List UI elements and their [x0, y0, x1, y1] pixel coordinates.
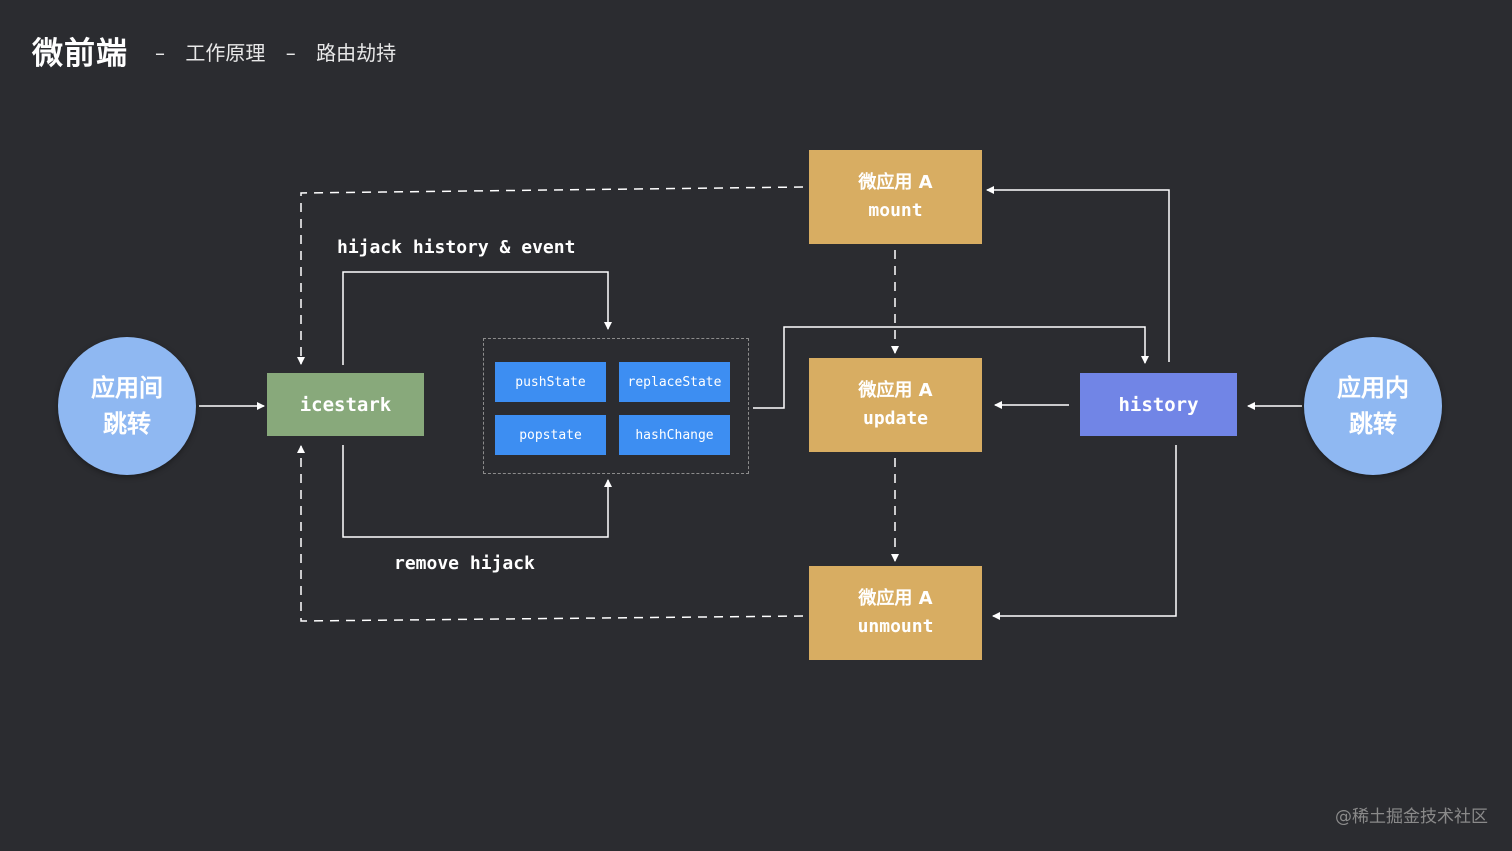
api-replacestate: replaceState [619, 362, 730, 402]
subtitle-separator-1: – [155, 41, 165, 65]
app-unmount-node: 微应用 A unmount [809, 566, 982, 660]
intra-app-jump-line1: 应用内 [1337, 374, 1409, 402]
subtitle-section: 工作原理 [185, 41, 266, 65]
app-mount-node: 微应用 A mount [809, 150, 982, 244]
intra-app-jump-line2: 跳转 [1349, 410, 1397, 438]
app-update-phase: update [862, 408, 929, 429]
dashed-mount-to-icestark [297, 186, 804, 365]
intra-app-jump-node: 应用内 跳转 [1304, 337, 1442, 475]
arrow-history-to-unmount [992, 445, 1177, 620]
dashed-unmount-to-icestark [297, 445, 804, 622]
watermark: @稀土掘金技术社区 [1335, 807, 1488, 827]
inter-app-jump-node: 应用间 跳转 [58, 337, 196, 475]
hijack-label: hijack history & event [337, 237, 576, 258]
subtitle-topic: 路由劫持 [316, 41, 397, 65]
app-mount-title: 微应用 A [858, 172, 933, 193]
app-update-node: 微应用 A update [809, 358, 982, 452]
app-unmount-title: 微应用 A [858, 588, 933, 609]
remove-hijack-label: remove hijack [394, 553, 535, 574]
api-hashchange: hashChange [619, 415, 730, 455]
subtitle-separator-2: – [285, 41, 296, 65]
history-node: history [1080, 373, 1237, 436]
arrow-api-to-history [753, 326, 1149, 409]
icestark-node: icestark [267, 373, 424, 436]
api-popstate: popstate [495, 415, 606, 455]
arrow-remove-hijack [342, 445, 612, 538]
app-unmount-phase: unmount [857, 616, 934, 637]
inter-app-jump-line2: 跳转 [103, 410, 151, 438]
api-pushstate: pushState [495, 362, 606, 402]
arrow-history-to-mount [986, 186, 1170, 362]
hijacked-api-group: pushState replaceState popstate hashChan… [483, 338, 749, 474]
page-subtitle: – 工作原理 – 路由劫持 [155, 37, 410, 66]
app-update-title: 微应用 A [858, 380, 933, 401]
inter-app-jump-line1: 应用间 [91, 374, 163, 402]
app-mount-phase: mount [868, 200, 923, 221]
arrow-hijack [342, 271, 612, 365]
page-title: 微前端 [32, 36, 128, 72]
